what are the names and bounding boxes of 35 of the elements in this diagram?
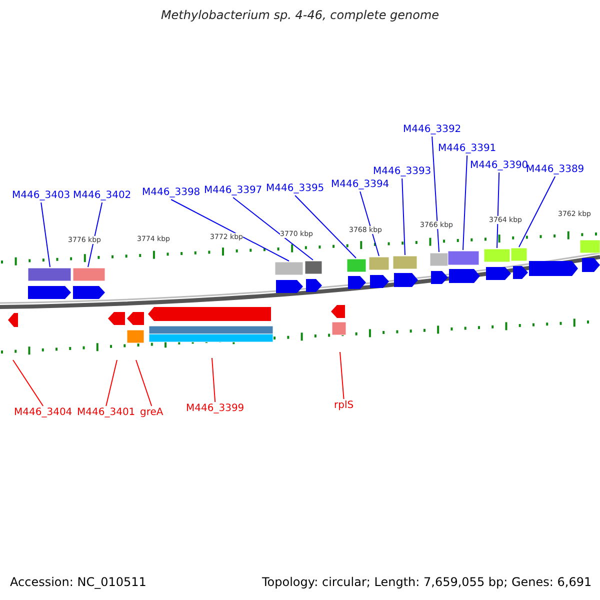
- gene-label: M446_3393: [373, 166, 432, 178]
- footer-text: Accession: NC_010511: [10, 576, 146, 590]
- leader-line: [340, 352, 344, 400]
- leader-line: [106, 360, 118, 406]
- gene-label: M446_3391: [438, 143, 496, 154]
- title: Methylobacterium sp. 4-46, complete genome: [160, 9, 440, 23]
- leader-line: [402, 178, 406, 256]
- leader-line: [40, 202, 50, 268]
- leader-line: [232, 197, 314, 260]
- leader-line: [432, 136, 440, 252]
- gene-label: M446_3389: [526, 164, 584, 176]
- leader-line: [496, 172, 500, 248]
- leader-line: [212, 358, 216, 402]
- gene-label: rplS: [334, 400, 354, 412]
- gene-label: M446_3397: [204, 185, 262, 196]
- gene-label: M446_3403: [12, 190, 70, 202]
- leader-line: [12, 360, 44, 406]
- leader-line: [294, 195, 356, 258]
- leader-line: [462, 155, 468, 250]
- gene-label: greA: [140, 407, 164, 418]
- gene-label: M446_3399: [186, 403, 244, 414]
- footer-text: Topology: circular; Length: 7,659,055 bp; Genes: 6,691: [262, 576, 592, 590]
- gene-label: M446_3392: [403, 124, 462, 136]
- leader-line: [88, 202, 103, 268]
- leader-line: [170, 199, 290, 262]
- leader-line: [360, 191, 380, 256]
- gene-label: M446_3401: [77, 407, 136, 418]
- gene-label: M446_3404: [14, 407, 72, 418]
- gene-label: M446_3395: [266, 183, 324, 194]
- gene-label: M446_3398: [142, 187, 200, 198]
- gene-label: M446_3390: [470, 160, 528, 172]
- gene-label: M446_3394: [331, 179, 390, 190]
- leader-line: [136, 360, 152, 406]
- leader-line: [518, 176, 556, 248]
- gene-label: M446_3402: [73, 190, 132, 202]
